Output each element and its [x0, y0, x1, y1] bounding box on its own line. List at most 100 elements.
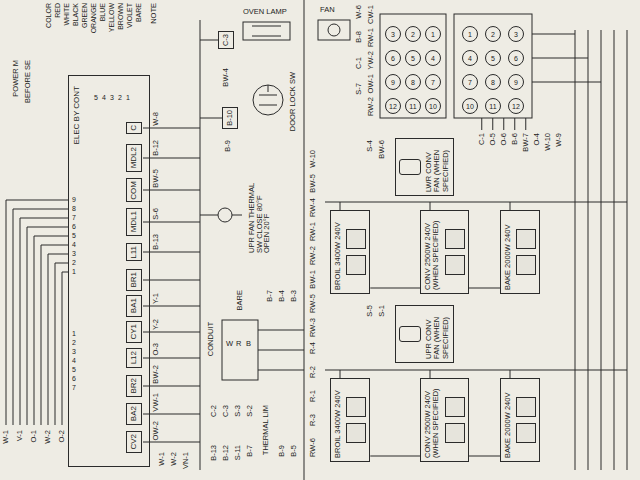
element-wire — [469, 288, 501, 289]
pin-number: GREEN — [81, 3, 88, 28]
node-text: BA2 — [130, 406, 138, 421]
pin-number: BLACK — [72, 3, 79, 26]
wire-label: B-5 — [290, 445, 298, 457]
switch-wire — [200, 40, 242, 215]
wire-label: O-1 — [30, 430, 38, 443]
wire-label: YW-2 — [367, 51, 375, 70]
node-text: MDL2 — [130, 147, 138, 168]
wire-label: OW-1 — [367, 74, 375, 93]
heating-element: CONV 2500W 240V (WHEN SPECIFIED) — [420, 210, 469, 294]
node-text: UPR CONV FAN (WHEN SPECIFIED) — [425, 309, 450, 359]
node-text: B-10 — [226, 110, 234, 126]
connector-pin: 8 — [485, 74, 501, 90]
element-coil — [346, 397, 366, 417]
node-text: 12 — [512, 103, 520, 110]
terminal-box: B-10 — [222, 107, 238, 129]
wire-label: B-7 — [246, 445, 254, 457]
element-symbol — [445, 229, 465, 275]
wire-label: S-2 — [246, 405, 254, 417]
pin-number: BLUE — [99, 3, 106, 21]
pin-number: 5 — [72, 232, 76, 239]
wire-label: RW-2 — [309, 246, 317, 265]
terminal-box: BA2 — [126, 403, 142, 424]
wire-label: R — [236, 340, 241, 348]
wire-label: W-1 — [2, 430, 10, 444]
pin-number: 2 — [72, 259, 76, 266]
connector-pin: 4 — [425, 50, 441, 66]
pin-number: BARE — [135, 3, 142, 22]
wire-label: RW-4 — [309, 198, 317, 217]
wire-label: W-10 — [309, 150, 317, 168]
node-text: BR2 — [130, 378, 138, 394]
wire-label: C-2 — [210, 405, 218, 417]
pin-number: 2 — [118, 94, 122, 101]
pin-number: 8 — [72, 205, 76, 212]
controller-box: ELEC BY CONTCMDL2COMMDL1L11BR1BA1CY1L12B… — [68, 75, 150, 467]
pin-number: 5 — [94, 94, 98, 101]
node-text: L11 — [130, 246, 138, 259]
connector-pin: 4 — [462, 50, 478, 66]
element-coil — [346, 255, 366, 275]
node-text: 11 — [489, 103, 496, 110]
node-text: BA1 — [130, 298, 138, 313]
heating-element: BROIL 3400W 240V — [330, 210, 370, 294]
element-coil — [445, 397, 465, 417]
node-text: 10 — [466, 103, 474, 110]
wire-label: B-3 — [290, 290, 298, 302]
pin-number: 6 — [72, 375, 76, 382]
wire-label: O-2 — [58, 430, 66, 443]
connector-pin: 3 — [508, 26, 524, 42]
connector-pin: 10 — [462, 98, 478, 114]
connector-pin: 5 — [405, 50, 421, 66]
wire-label: B-9 — [278, 445, 286, 457]
wire-label: W-2 — [170, 452, 178, 466]
connector-pin: 7 — [462, 74, 478, 90]
wire-label: BW-4 — [222, 68, 230, 87]
wire-label: R-1 — [309, 390, 317, 402]
wire-label: OVEN LAMP — [243, 8, 287, 16]
wire-label: NOTE — [150, 3, 158, 24]
terminal-box: MDL2 — [126, 144, 142, 171]
wire-label: W — [226, 340, 233, 348]
pin-number: VIOLET — [126, 3, 133, 28]
node-text: 10 — [429, 103, 437, 110]
wire-label: CONDUIT — [207, 322, 215, 356]
node-text: CY1 — [130, 324, 138, 340]
node-text: 7 — [468, 79, 472, 86]
pin-number: BROWN — [117, 3, 124, 30]
node-text: 3 — [514, 31, 518, 38]
wire-label: RW-3 — [309, 318, 317, 337]
node-text: 6 — [391, 55, 395, 62]
connector-pin: 1 — [425, 26, 441, 42]
wire-label: BW-5 — [152, 169, 160, 188]
pin-number: 7 — [72, 214, 76, 221]
wire-label: W-2 — [44, 430, 52, 444]
wire-label: BW-2 — [152, 365, 160, 384]
node-text: BAKE 2000W 240V — [504, 214, 512, 290]
wire-label: O-6 — [500, 133, 508, 146]
wire-label: POWER M — [12, 60, 20, 97]
fan-symbol — [318, 20, 350, 40]
element-wire — [325, 202, 627, 378]
terminal-box: MDL1 — [126, 208, 142, 235]
pin-number: 2 — [72, 339, 76, 346]
node-text: BR1 — [130, 272, 138, 288]
node-text: C-3 — [222, 34, 230, 46]
motor-symbol — [399, 326, 421, 342]
wire-label: B-9 — [224, 140, 232, 152]
node-text: 9 — [514, 79, 518, 86]
element-symbol — [346, 229, 366, 275]
wire-label: RW-1 — [309, 222, 317, 241]
terminal-box: L11 — [126, 243, 142, 262]
fan-symbol — [328, 24, 340, 36]
node-text: 8 — [491, 79, 495, 86]
thermal-switch-symbol — [218, 208, 232, 222]
wire-label: UPR FAN THERMAL SW CLOSE 80°F OPEN 20°F — [248, 175, 271, 253]
wire-label: BW-6 — [378, 140, 386, 159]
terminal-box: CY1 — [126, 321, 142, 343]
wire-label: R-3 — [309, 414, 317, 426]
pin-number: WHITE — [63, 3, 70, 26]
heating-element: CONV 2500W 240V (WHEN SPECIFIED) — [420, 378, 469, 462]
terminal-wire — [143, 128, 200, 442]
wire-label: S-1 — [378, 305, 386, 317]
